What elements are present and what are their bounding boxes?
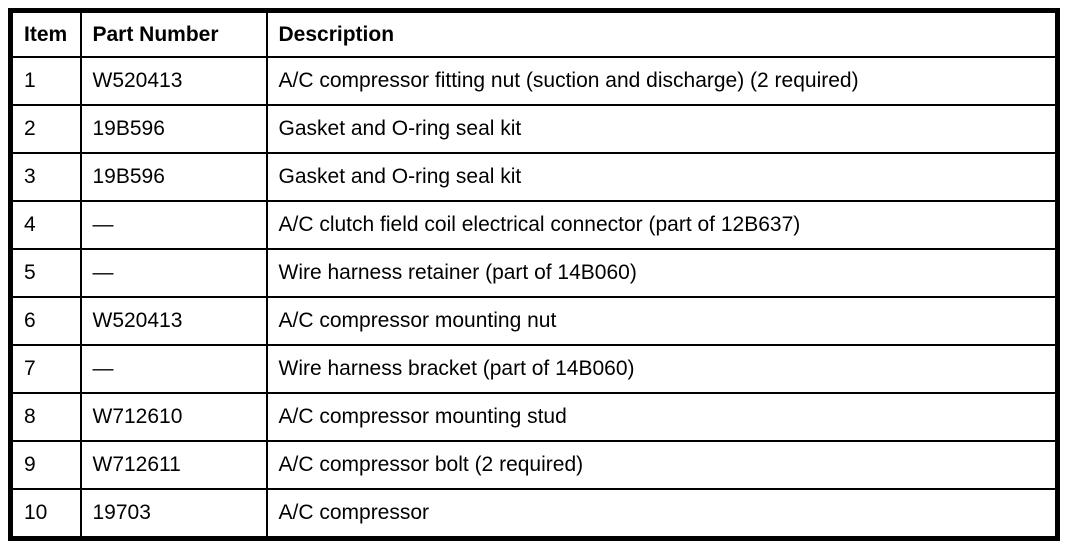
cell-item: 2 bbox=[9, 104, 82, 154]
cell-description: Gasket and O-ring seal kit bbox=[265, 104, 1059, 154]
cell-part-number: W520413 bbox=[79, 56, 268, 106]
cell-description: A/C clutch field coil electrical connect… bbox=[265, 200, 1059, 250]
cell-part-number: W712610 bbox=[79, 392, 268, 442]
cell-description: Wire harness retainer (part of 14B060) bbox=[265, 248, 1059, 298]
cell-part-number: W520413 bbox=[79, 296, 268, 346]
cell-item: 3 bbox=[9, 152, 82, 202]
cell-item: 5 bbox=[9, 248, 82, 298]
cell-description: Gasket and O-ring seal kit bbox=[265, 152, 1059, 202]
cell-part-number: 19B596 bbox=[79, 104, 268, 154]
table-row: 6 W520413 A/C compressor mounting nut bbox=[9, 296, 1059, 346]
table-row: 3 19B596 Gasket and O-ring seal kit bbox=[9, 152, 1059, 202]
cell-item: 8 bbox=[9, 392, 82, 442]
cell-item: 6 bbox=[9, 296, 82, 346]
header-cell-item: Item bbox=[9, 9, 82, 58]
cell-item: 7 bbox=[9, 344, 82, 394]
table-row: 4 — A/C clutch field coil electrical con… bbox=[9, 200, 1059, 250]
cell-item: 10 bbox=[9, 488, 82, 540]
cell-item: 1 bbox=[9, 56, 82, 106]
table-row: 10 19703 A/C compressor bbox=[9, 488, 1059, 540]
table-row: 9 W712611 A/C compressor bolt (2 require… bbox=[9, 440, 1059, 490]
table-row: 2 19B596 Gasket and O-ring seal kit bbox=[9, 104, 1059, 154]
table-row: 7 — Wire harness bracket (part of 14B060… bbox=[9, 344, 1059, 394]
cell-item: 9 bbox=[9, 440, 82, 490]
parts-table: Item Part Number Description 1 W520413 A… bbox=[8, 8, 1060, 541]
cell-part-number: 19B596 bbox=[79, 152, 268, 202]
table-header-row: Item Part Number Description bbox=[9, 9, 1059, 58]
cell-part-number: — bbox=[79, 200, 268, 250]
header-cell-part-number: Part Number bbox=[79, 9, 268, 58]
cell-description: A/C compressor mounting stud bbox=[265, 392, 1059, 442]
cell-part-number: 19703 bbox=[79, 488, 268, 540]
cell-part-number: W712611 bbox=[79, 440, 268, 490]
header-cell-description: Description bbox=[265, 9, 1059, 58]
table-row: 8 W712610 A/C compressor mounting stud bbox=[9, 392, 1059, 442]
cell-description: A/C compressor bolt (2 required) bbox=[265, 440, 1059, 490]
cell-part-number: — bbox=[79, 344, 268, 394]
table-row: 1 W520413 A/C compressor fitting nut (su… bbox=[9, 56, 1059, 106]
cell-description: A/C compressor bbox=[265, 488, 1059, 540]
cell-description: Wire harness bracket (part of 14B060) bbox=[265, 344, 1059, 394]
cell-description: A/C compressor fitting nut (suction and … bbox=[265, 56, 1059, 106]
cell-item: 4 bbox=[9, 200, 82, 250]
table-row: 5 — Wire harness retainer (part of 14B06… bbox=[9, 248, 1059, 298]
cell-part-number: — bbox=[79, 248, 268, 298]
cell-description: A/C compressor mounting nut bbox=[265, 296, 1059, 346]
